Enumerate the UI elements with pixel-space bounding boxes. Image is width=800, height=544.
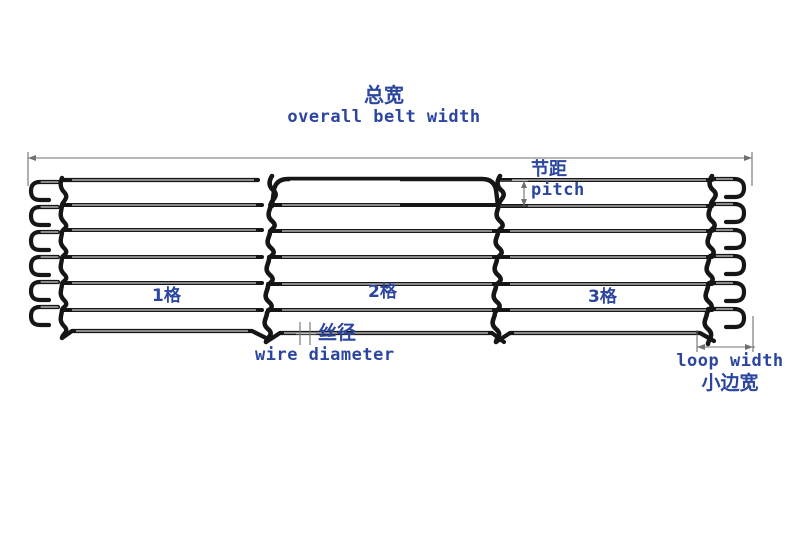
pitch-label-cn: 节距 (531, 159, 567, 180)
left-edge-loops-highlight (40, 181, 59, 308)
wire-diameter-dimension (296, 322, 316, 345)
wire-diameter-label-en: wire diameter (255, 345, 395, 366)
right-section-bottom-wire (493, 330, 717, 345)
left-section-wires-highlight (72, 179, 256, 311)
pitch-label-en: pitch (531, 180, 585, 201)
overall-width-dimension (27, 152, 753, 186)
overall-belt-width-label: 总宽 overall belt width (284, 84, 484, 127)
right-edge-loops (705, 176, 747, 330)
loop-width-label-en: loop width (676, 351, 784, 371)
middle-section-top-loop (269, 176, 501, 209)
left-section-bottom-wire (59, 328, 269, 341)
overall-belt-width-label-en: overall belt width (287, 107, 481, 128)
right-section-wires-highlight (510, 179, 706, 311)
overall-belt-width-label-cn: 总宽 (364, 83, 404, 107)
wire-diameter-label-cn: 丝径 (318, 322, 357, 344)
wire-diameter-label: 丝径 wire diameter (255, 322, 455, 366)
pitch-label: 节距 pitch (531, 159, 585, 201)
loop-width-label-cn: 小边宽 (701, 372, 759, 395)
loop-width-dimension (696, 316, 755, 352)
middle-section-wires-highlight (282, 204, 492, 311)
cell-label-3: 3格 (588, 287, 617, 307)
cell-label-1: 1格 (152, 286, 181, 306)
left-edge-loops (28, 179, 61, 328)
pitch-dimension (500, 180, 528, 207)
cell-label-2: 2格 (368, 282, 397, 302)
right-edge-loops-highlight (716, 178, 733, 310)
loop-width-label: loop width 小边宽 (668, 351, 792, 395)
right-zigzag-spine (702, 173, 718, 347)
